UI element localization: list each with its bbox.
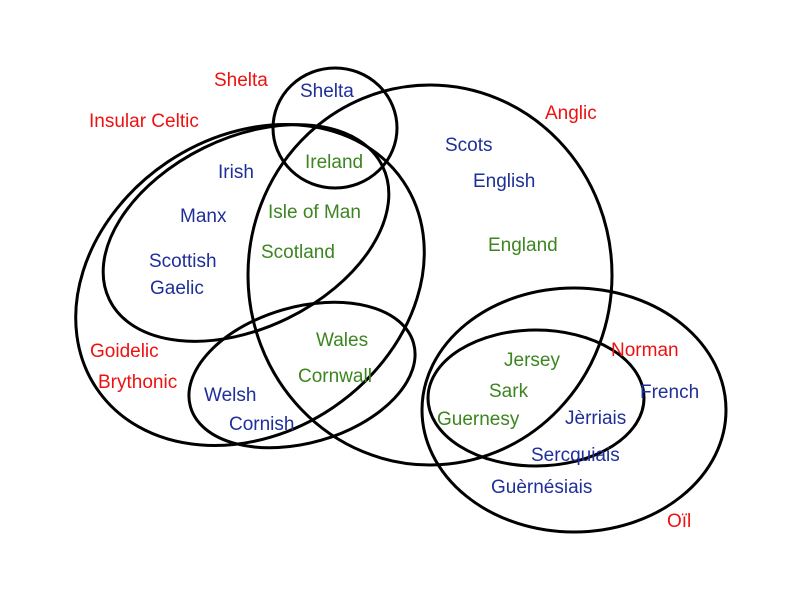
label-norman: Norman (611, 340, 679, 361)
insular-celtic-ellipse (74, 123, 426, 447)
anglic-ellipse (246, 83, 614, 467)
label-isle-of-man: Isle of Man (268, 202, 361, 223)
label-guernesiais: Guèrnésiais (491, 477, 592, 498)
label-anglic: Anglic (545, 103, 597, 124)
label-irish: Irish (218, 162, 254, 183)
label-french: French (640, 382, 699, 403)
brythonic-ellipse (187, 300, 417, 450)
label-sercquiais: Sercquiais (531, 445, 620, 466)
label-goidelic: Goidelic (90, 341, 159, 362)
label-oil: Oïl (667, 511, 691, 532)
label-england: England (488, 235, 558, 256)
label-shelta-language: Shelta (300, 81, 354, 102)
label-scots: Scots (445, 135, 493, 156)
label-guernesy: Guernesy (437, 409, 520, 430)
label-manx: Manx (180, 206, 227, 227)
label-cornish: Cornish (229, 414, 294, 435)
label-shelta-group: Shelta (214, 70, 268, 91)
label-gaelic: Gaelic (150, 278, 204, 299)
label-insular-celtic: Insular Celtic (89, 111, 199, 132)
label-scotland: Scotland (261, 242, 335, 263)
label-brythonic: Brythonic (98, 372, 177, 393)
label-jersey: Jersey (504, 350, 560, 371)
label-ireland: Ireland (305, 152, 363, 173)
label-scottish: Scottish (149, 251, 217, 272)
label-cornwall: Cornwall (298, 366, 372, 387)
label-sark: Sark (489, 381, 529, 402)
label-welsh: Welsh (204, 385, 256, 406)
label-jerriais: Jèrriais (565, 408, 626, 429)
oil-ellipse (420, 286, 728, 534)
norman-ellipse (426, 328, 646, 468)
shelta-ellipse (271, 66, 399, 190)
label-english: English (473, 171, 535, 192)
label-wales: Wales (316, 330, 368, 351)
